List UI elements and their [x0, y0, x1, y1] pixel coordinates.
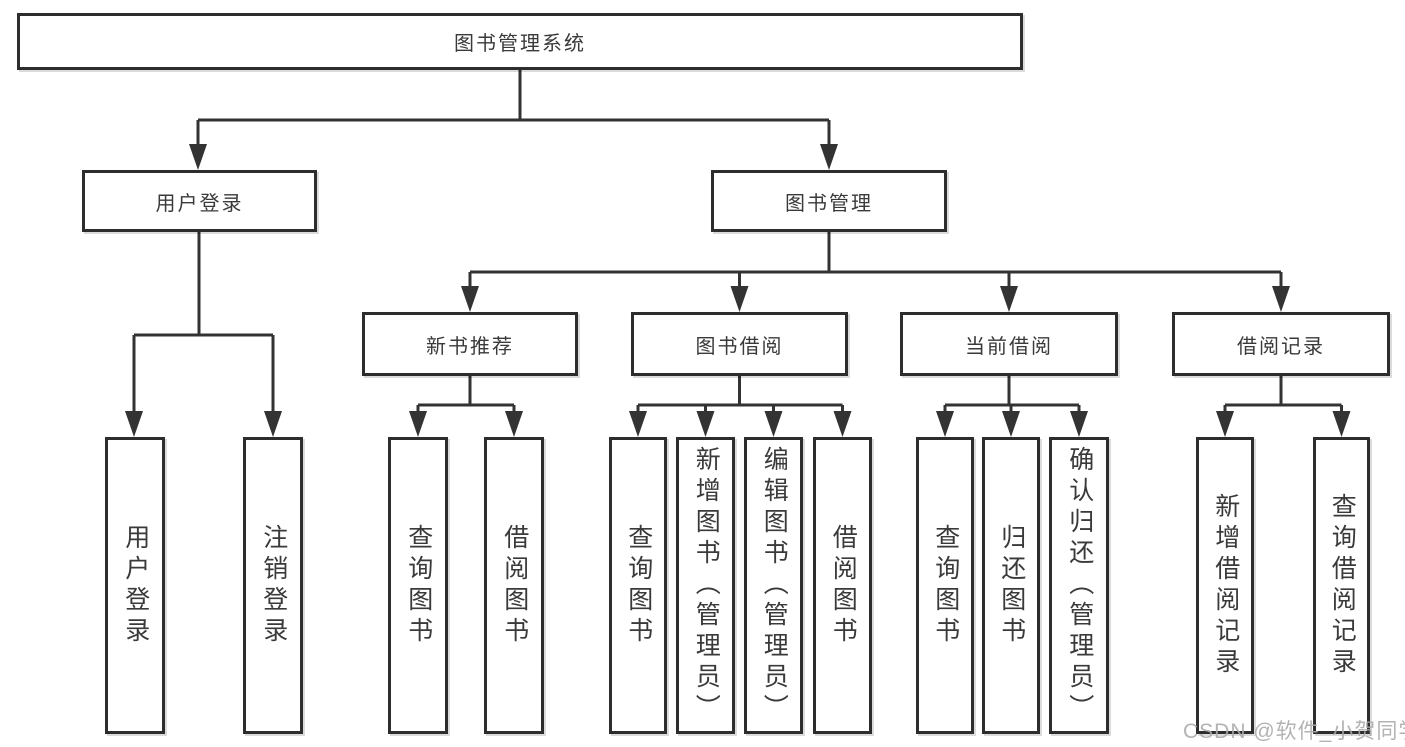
- csdn-watermark: CSDN @软件_小贺同学: [1183, 720, 1405, 743]
- leaf-label: 借阅图书: [829, 523, 858, 648]
- node-new-book-recommend: 新书推荐: [362, 312, 578, 376]
- leaf-label: 借阅图书: [500, 523, 529, 648]
- node-label: 图书借阅: [695, 335, 784, 358]
- leaf-query-books-borrow: 查询图书: [609, 437, 667, 734]
- leaf-label: 新增图书（管理员）: [692, 446, 721, 725]
- leaf-borrow-books: 借阅图书: [813, 437, 872, 734]
- leaf-label: 注销登录: [259, 523, 288, 648]
- leaf-label: 查询图书: [624, 523, 653, 648]
- node-current-borrow: 当前借阅: [900, 312, 1118, 376]
- leaf-edit-books-admin: 编辑图书（管理员）: [744, 437, 803, 734]
- node-label: 用户登录: [155, 192, 244, 215]
- leaf-add-books-admin: 新增图书（管理员）: [676, 437, 735, 734]
- node-label: 图书管理系统: [454, 33, 586, 55]
- leaf-query-books-current: 查询图书: [916, 437, 974, 734]
- node-user-login: 用户登录: [82, 170, 317, 232]
- leaf-label: 编辑图书（管理员）: [760, 446, 789, 725]
- leaf-return-books: 归还图书: [982, 437, 1040, 734]
- leaf-confirm-return-admin: 确认归还（管理员）: [1049, 437, 1109, 734]
- leaf-label: 用户登录: [121, 523, 150, 648]
- leaf-label: 查询图书: [404, 523, 433, 648]
- node-label: 借阅记录: [1237, 335, 1325, 358]
- leaf-label: 查询借阅记录: [1328, 492, 1357, 679]
- leaf-query-books-recommend: 查询图书: [388, 437, 448, 734]
- node-label: 当前借阅: [965, 335, 1053, 358]
- leaf-borrow-books-recommend: 借阅图书: [484, 437, 544, 734]
- tree-edges: [132, 70, 1343, 413]
- node-book-management: 图书管理: [711, 170, 947, 232]
- leaf-logout: 注销登录: [243, 437, 303, 734]
- node-book-borrow: 图书借阅: [631, 312, 848, 376]
- leaf-query-borrow-record: 查询借阅记录: [1313, 437, 1370, 734]
- node-library-management-system: 图书管理系统: [17, 13, 1023, 70]
- node-label: 新书推荐: [426, 335, 514, 358]
- leaf-label: 新增借阅记录: [1211, 492, 1240, 679]
- node-borrow-record: 借阅记录: [1172, 312, 1390, 376]
- leaf-add-borrow-record: 新增借阅记录: [1196, 437, 1254, 734]
- node-label: 图书管理: [785, 192, 873, 215]
- leaf-user-login: 用户登录: [105, 437, 165, 734]
- leaf-label: 归还图书: [997, 523, 1026, 648]
- arrowheads: [125, 144, 1351, 437]
- leaf-label: 确认归还（管理员）: [1065, 446, 1094, 725]
- leaf-label: 查询图书: [931, 523, 960, 648]
